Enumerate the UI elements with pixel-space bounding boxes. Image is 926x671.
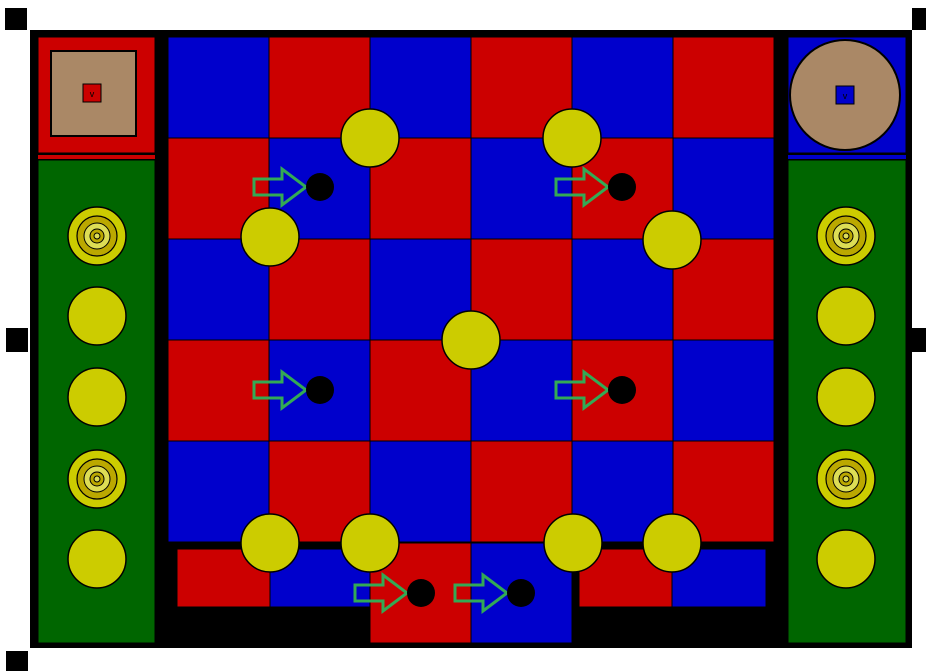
target-token[interactable] bbox=[68, 450, 126, 508]
target-token[interactable] bbox=[817, 450, 875, 508]
hole[interactable] bbox=[407, 579, 435, 607]
corner-marker-mid-right bbox=[912, 328, 926, 352]
board-token[interactable] bbox=[543, 109, 601, 167]
hole[interactable] bbox=[306, 376, 334, 404]
board-token[interactable] bbox=[341, 514, 399, 572]
board-token[interactable] bbox=[544, 514, 602, 572]
left-panel: v bbox=[38, 37, 155, 643]
hole[interactable] bbox=[306, 173, 334, 201]
board-cell[interactable] bbox=[673, 340, 774, 441]
corner-marker-top-left bbox=[5, 8, 27, 30]
slot-token[interactable] bbox=[68, 368, 126, 426]
target-token[interactable] bbox=[817, 207, 875, 265]
right-panel: v bbox=[788, 37, 906, 643]
slot-token[interactable] bbox=[817, 287, 875, 345]
hole[interactable] bbox=[608, 173, 636, 201]
right-target-label: v bbox=[843, 91, 848, 101]
board-token[interactable] bbox=[442, 311, 500, 369]
board-token[interactable] bbox=[241, 514, 299, 572]
target-token[interactable] bbox=[68, 207, 126, 265]
corner-marker-top-right bbox=[912, 8, 926, 30]
board-token[interactable] bbox=[643, 211, 701, 269]
board-grid bbox=[168, 37, 774, 542]
slot-token[interactable] bbox=[68, 287, 126, 345]
slot-token[interactable] bbox=[817, 368, 875, 426]
slot-token[interactable] bbox=[68, 530, 126, 588]
board-cell[interactable] bbox=[168, 37, 269, 138]
board-token[interactable] bbox=[241, 208, 299, 266]
board-cell[interactable] bbox=[673, 37, 774, 138]
board-token[interactable] bbox=[341, 109, 399, 167]
corner-marker-bottom-left bbox=[6, 651, 28, 671]
corner-marker-mid-left bbox=[6, 328, 28, 352]
board-token[interactable] bbox=[643, 514, 701, 572]
hole[interactable] bbox=[507, 579, 535, 607]
hole[interactable] bbox=[608, 376, 636, 404]
left-target-label: v bbox=[90, 89, 95, 99]
slot-token[interactable] bbox=[817, 530, 875, 588]
